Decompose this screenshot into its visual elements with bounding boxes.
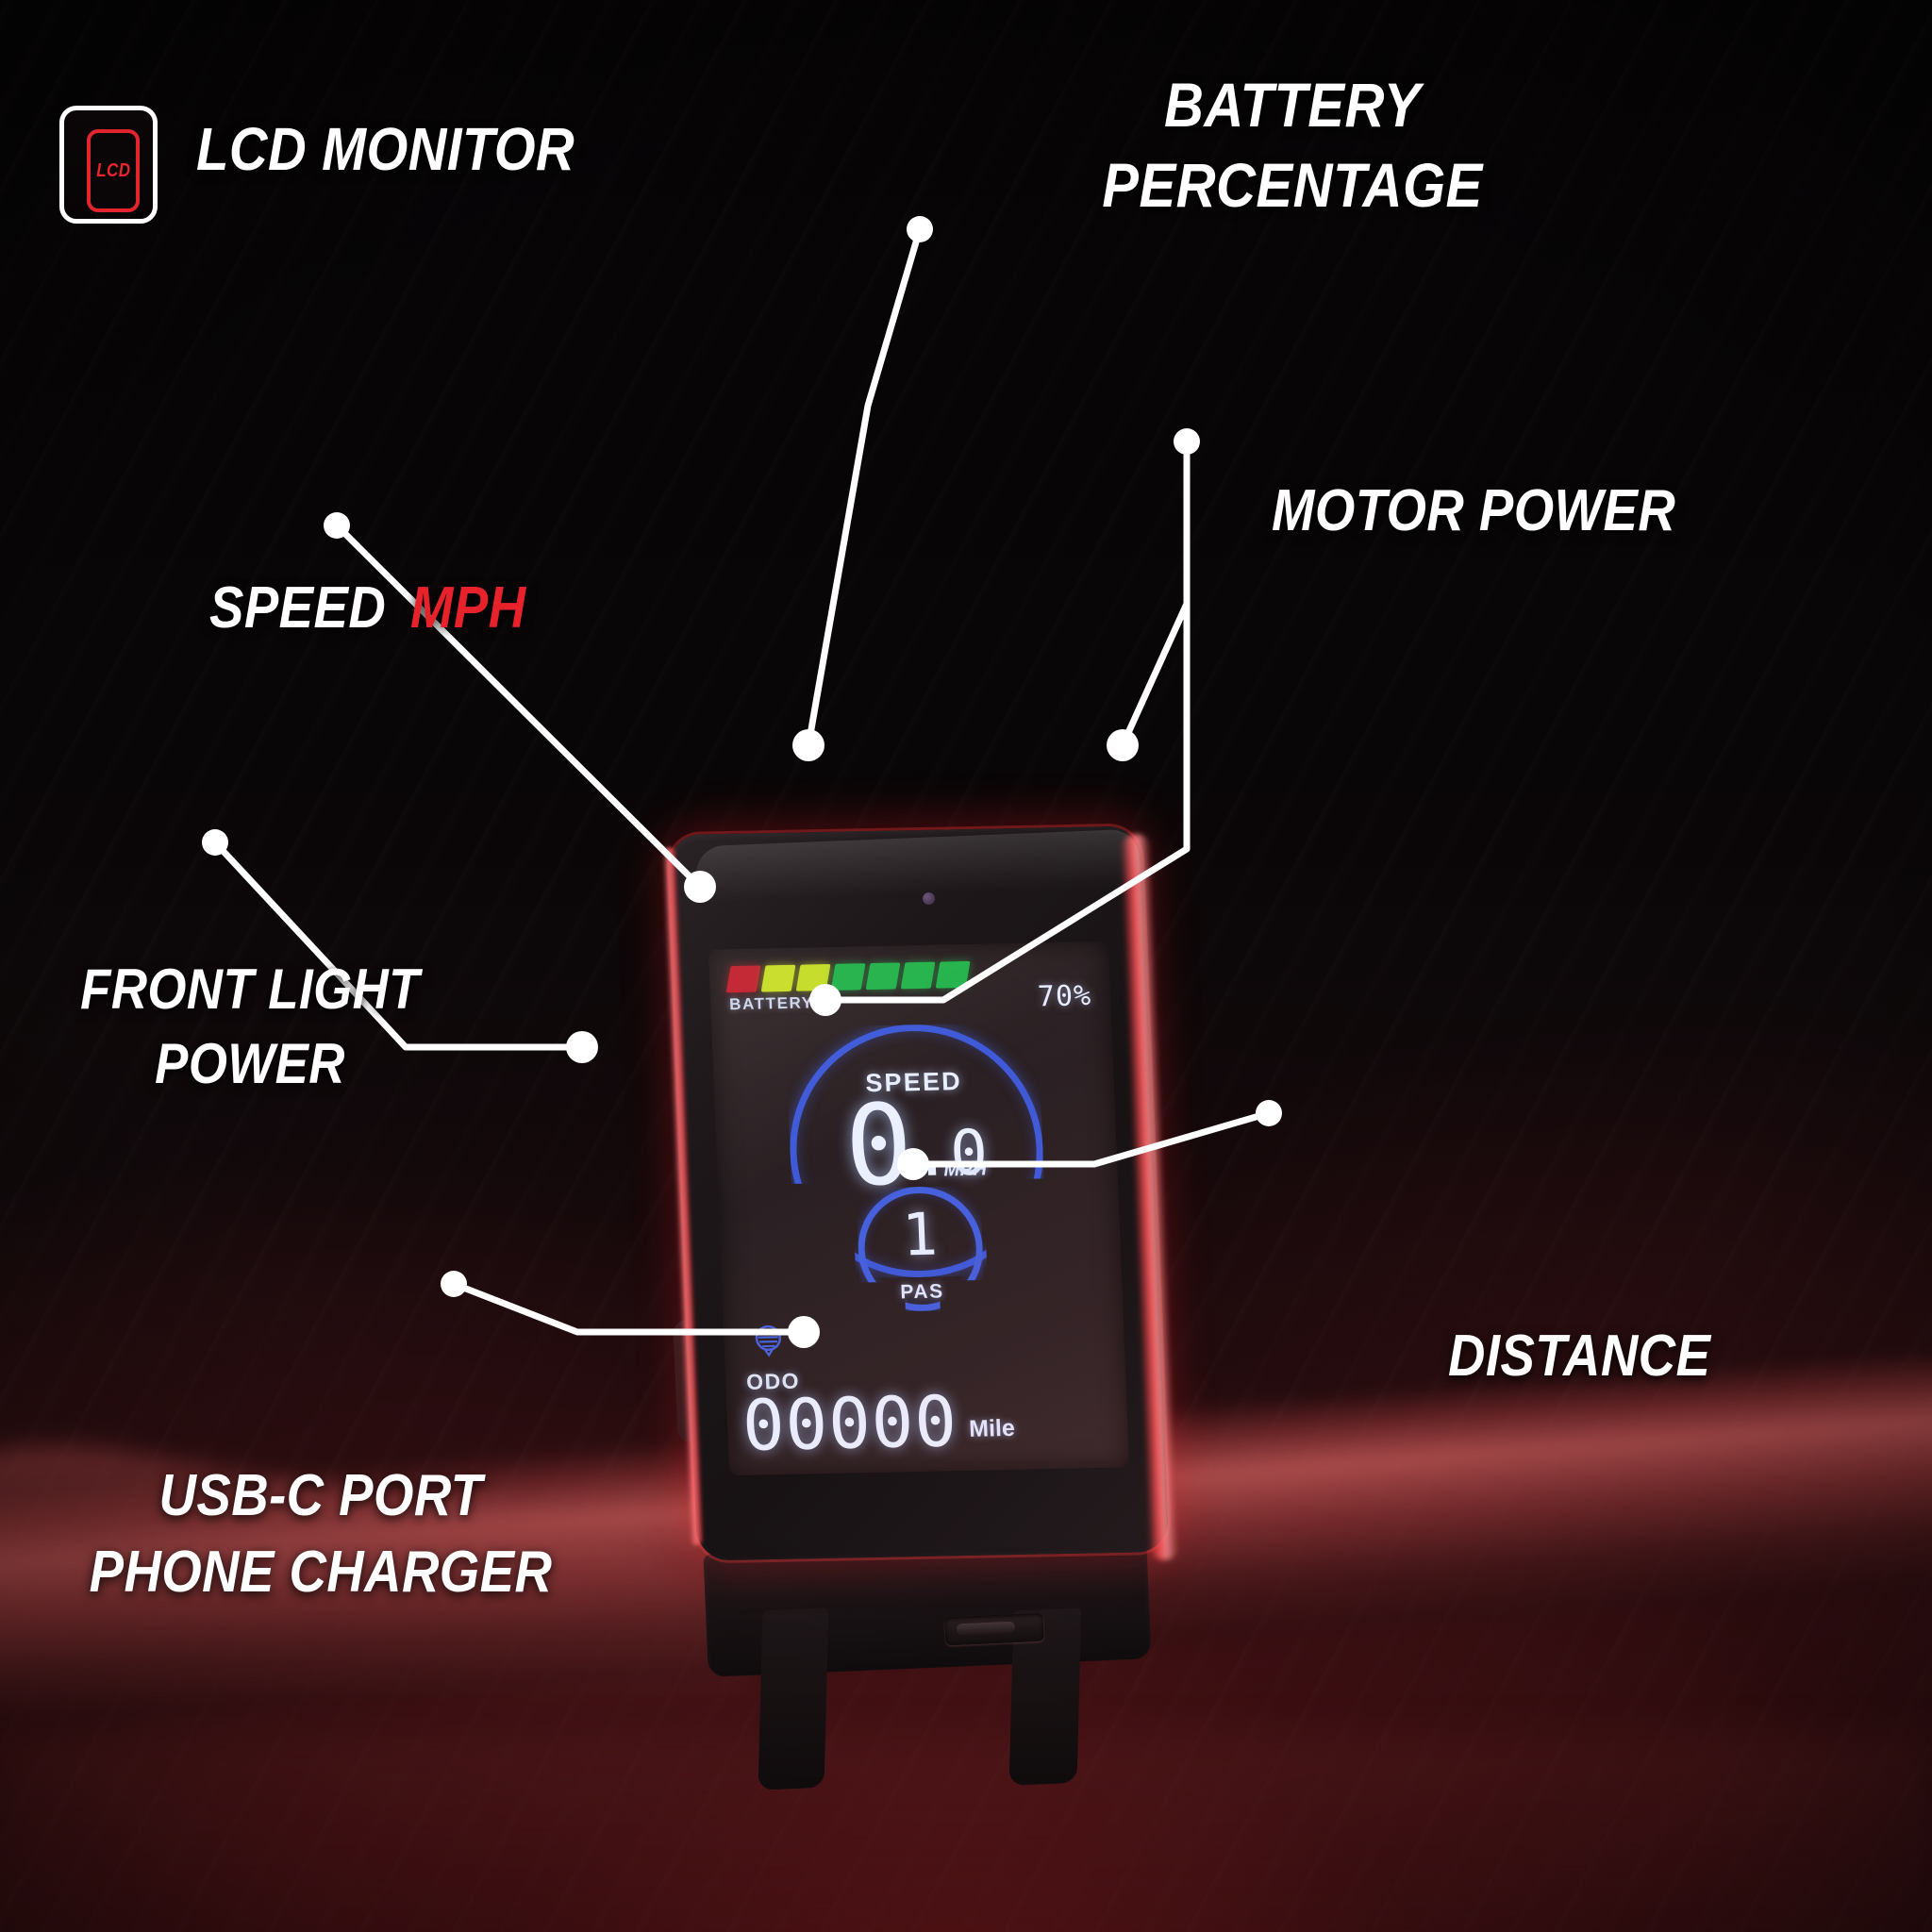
callout-motor-power: MOTOR POWER [1272,478,1676,543]
lcd-monitor-badge: LCD [59,106,158,224]
lcd-screen-icon: LCD [87,129,140,212]
callout-battery-percentage: BATTERY PERCENTAGE [1102,70,1483,221]
page-title: LCD MONITOR [196,115,575,183]
lcd-icon-text: LCD [95,159,131,181]
callout-speed-mph: SPEED MPH [209,575,526,641]
callout-distance: DISTANCE [1448,1324,1711,1389]
callout-usb-c-port: USB-C PORT PHONE CHARGER [89,1463,553,1606]
callout-front-light-power: FRONT LIGHT POWER [80,958,420,1096]
